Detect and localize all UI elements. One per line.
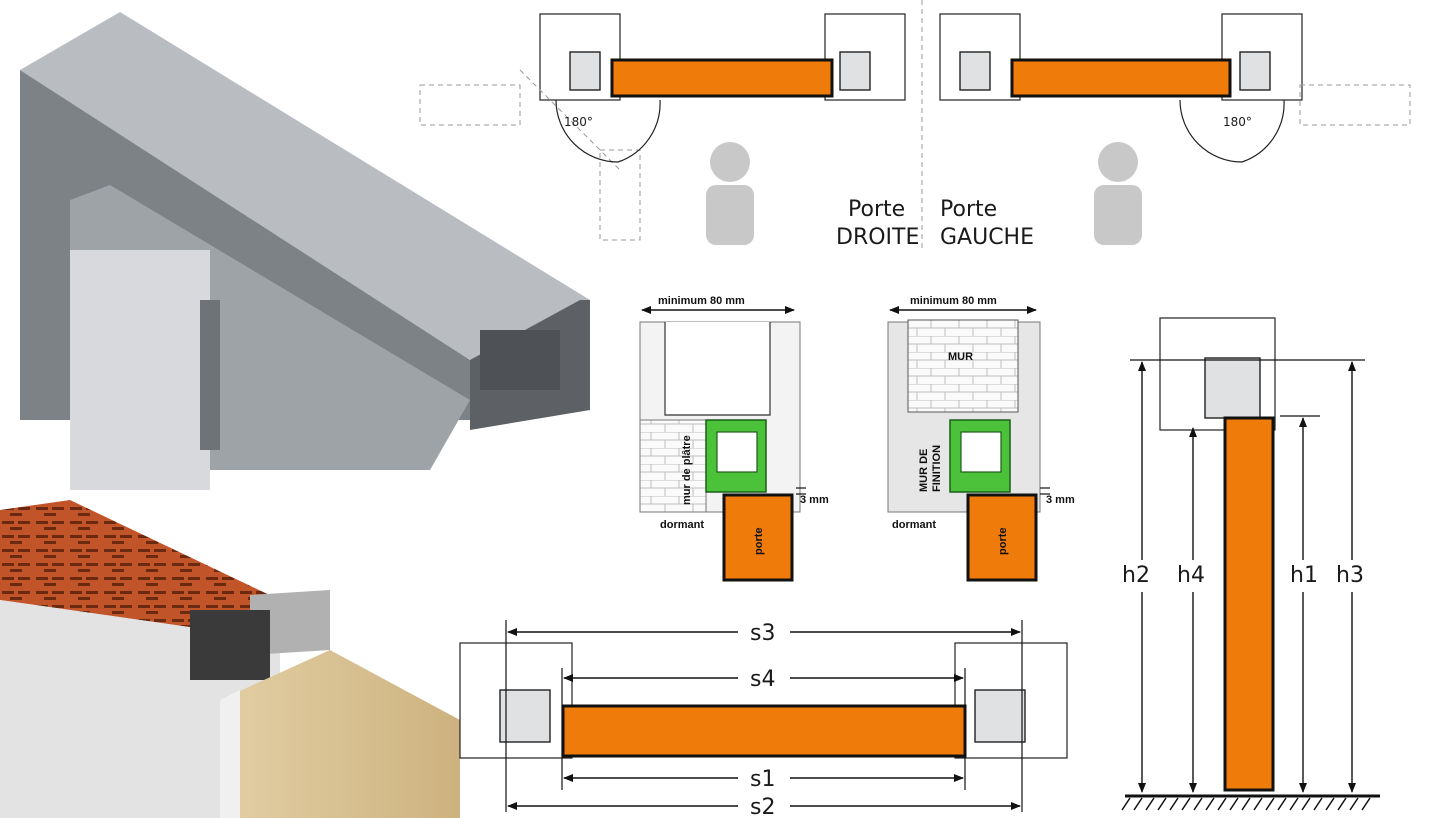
gap-a-label: 3 mm bbox=[800, 494, 829, 506]
door-right-leaf bbox=[610, 58, 834, 98]
door-b-label: porte bbox=[997, 528, 1009, 556]
section-plaster-wall: minimum 80 mm mur de plâtre porte dorman… bbox=[639, 295, 829, 582]
min-width-b-label: minimum 80 mm bbox=[910, 295, 997, 307]
frame-b-label: dormant bbox=[892, 519, 936, 531]
door-left-leaf bbox=[1010, 58, 1232, 98]
s4-label: s4 bbox=[750, 667, 775, 692]
door-a-label: porte bbox=[753, 528, 765, 556]
min-width-a-label: minimum 80 mm bbox=[658, 295, 745, 307]
h3-label: h3 bbox=[1336, 563, 1364, 588]
height-dimension-diagram: h2 h4 h1 h3 bbox=[1121, 317, 1380, 811]
width-dimension-diagram: s3 s4 s1 s2 bbox=[459, 618, 1068, 818]
wall-label: MUR bbox=[948, 351, 973, 363]
opening-direction-diagram: 180° Porte DROITE 180° Porte GAUCHE bbox=[419, 0, 1411, 250]
s1-label: s1 bbox=[750, 767, 775, 792]
floor-hatch bbox=[1121, 794, 1380, 811]
door-left-line1: Porte bbox=[940, 197, 997, 222]
door-width-leaf bbox=[561, 704, 967, 758]
s2-label: s2 bbox=[750, 795, 775, 818]
door-right-line2: DROITE bbox=[836, 225, 919, 250]
person-left-icon bbox=[1094, 142, 1142, 245]
s3-label: s3 bbox=[750, 621, 775, 646]
profile-3d-illustration bbox=[20, 12, 590, 490]
door-left-line2: GAUCHE bbox=[940, 225, 1034, 250]
door-right-line1: Porte bbox=[848, 197, 905, 222]
person-right-icon bbox=[706, 142, 754, 245]
frame-a-label: dormant bbox=[660, 519, 704, 531]
angle-left-label: 180° bbox=[1223, 115, 1252, 129]
wall-section-illustration bbox=[0, 500, 460, 818]
finish-wall-line1: MUR DE bbox=[918, 449, 930, 492]
gap-b-label: 3 mm bbox=[1046, 494, 1075, 506]
h4-label: h4 bbox=[1177, 563, 1205, 588]
h2-label: h2 bbox=[1122, 563, 1150, 588]
angle-right-label: 180° bbox=[564, 115, 593, 129]
finish-wall-line2: FINITION bbox=[931, 445, 943, 492]
h1-label: h1 bbox=[1290, 563, 1318, 588]
plaster-wall-label: mur de plâtre bbox=[681, 435, 693, 505]
section-finish-wall: minimum 80 mm MUR MUR DE FINITION porte … bbox=[887, 295, 1075, 582]
door-height-leaf bbox=[1223, 416, 1275, 792]
